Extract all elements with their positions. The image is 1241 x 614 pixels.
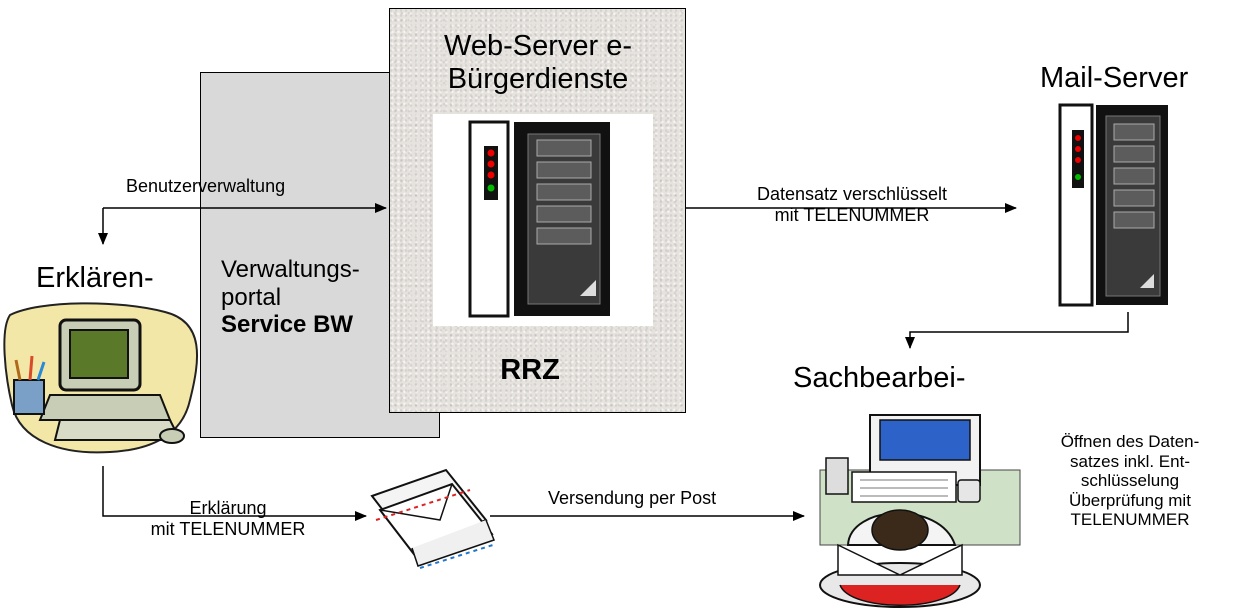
mail-to-clerk-arrow [905,312,1129,349]
user-mgmt-label: Benutzerverwaltung [126,176,286,196]
post-label: Versendung per Post [548,488,717,508]
declaration-label: Erklärung mit TELENUMMER [150,498,306,539]
mail-server-label: Mail-Server [1040,62,1189,94]
citizen-computer-icon [3,302,199,454]
citizen-label: Erklären- [36,262,154,294]
encrypted-label: Datensatz verschlüsselt mit TELENUMMER [756,184,948,225]
declaration-arrow [102,466,367,521]
clerk-icon [819,414,1021,608]
rrz-label: RRZ [500,354,560,386]
portal-label: Verwaltungs- portal Service BW [221,256,360,339]
web-server-icon [433,114,653,326]
clerk-label: Sachbearbei- [793,362,966,394]
mail-server-icon [1058,103,1168,307]
web-server-title: Web-Server e- Bürgerdienste [443,30,633,96]
envelope-icon [370,468,497,569]
clerk-notes: Öffnen des Daten- satzes inkl. Ent- schl… [1060,432,1200,530]
